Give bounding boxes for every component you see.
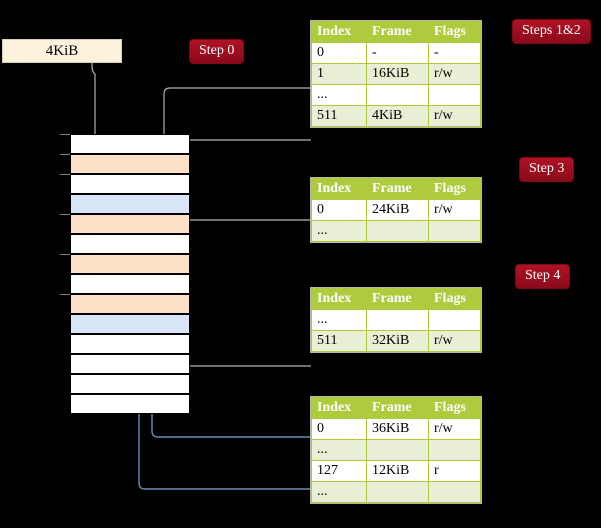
memory-frame-6 — [70, 254, 190, 274]
table-row[interactable]: ... — [311, 220, 481, 242]
table-4-header-index: Index — [311, 397, 367, 419]
memory-frame-12 — [70, 374, 190, 394]
memory-frame-tick-6 — [60, 254, 70, 255]
table-3-r1-frame: 32KiB — [366, 330, 429, 352]
table-4-header-frame: Frame — [366, 397, 429, 419]
table-2-r0-index: 0 — [311, 199, 367, 221]
badge-step0: Step 0 — [190, 40, 244, 63]
table-1-header-frame: Frame — [366, 21, 429, 43]
table-4-r2-index: 127 — [311, 460, 367, 482]
table-4-header-flags: Flags — [428, 397, 481, 419]
table-4-r1-index: ... — [311, 439, 367, 461]
table-1-r2-frame — [366, 84, 429, 106]
memory-frame-1 — [70, 154, 190, 174]
table-1-r3-frame: 4KiB — [366, 105, 429, 127]
memory-frame-tick-1 — [60, 154, 70, 155]
table-4-r0-flags: r/w — [428, 418, 481, 440]
memory-frame-13 — [70, 394, 190, 414]
table-1-r3-flags: r/w — [428, 105, 481, 127]
table-row[interactable]: ... — [311, 84, 481, 106]
table-1-r0-index: 0 — [311, 42, 367, 64]
physical-memory-column — [60, 134, 190, 414]
table-3-header-index: Index — [311, 288, 367, 310]
memory-frame-10 — [70, 334, 190, 354]
memory-frame-2 — [70, 174, 190, 194]
table-1-r0-flags: - — [428, 42, 481, 64]
table-4-r1-flags — [428, 439, 481, 461]
table-4-r3-frame — [366, 481, 429, 503]
virtual-page-label: 4KiB — [45, 43, 79, 59]
table-2-r1-index: ... — [311, 220, 367, 242]
memory-frame-4 — [70, 214, 190, 234]
memory-frame-7 — [70, 274, 190, 294]
table-4-r0-frame: 36KiB — [366, 418, 429, 440]
table-4-r0-index: 0 — [311, 418, 367, 440]
memory-frame-5 — [70, 234, 190, 254]
table-1-header-flags: Flags — [428, 21, 481, 43]
table-4-r3-flags — [428, 481, 481, 503]
memory-frame-9 — [70, 314, 190, 334]
table-1-r2-index: ... — [311, 84, 367, 106]
table-2-header-flags: Flags — [428, 178, 481, 200]
table-4-r2-flags: r — [428, 460, 481, 482]
memory-frame-tick-0 — [60, 134, 70, 135]
memory-frame-3 — [70, 194, 190, 214]
memory-frame-tick-4 — [60, 214, 70, 215]
table-2-header-frame: Frame — [366, 178, 429, 200]
table-2-r0-flags: r/w — [428, 199, 481, 221]
table-1-r1-flags: r/w — [428, 63, 481, 85]
table-1-r3-index: 511 — [311, 105, 367, 127]
table-2-header-index: Index — [311, 178, 367, 200]
table-row[interactable]: ... — [311, 439, 481, 461]
badge-step3: Step 3 — [520, 158, 574, 181]
table-row[interactable]: 0-- — [311, 42, 481, 64]
table-1-r0-frame: - — [366, 42, 429, 64]
table-3-r0-flags — [428, 309, 481, 331]
table-1-r1-frame: 16KiB — [366, 63, 429, 85]
wire-t3-511 — [175, 298, 311, 367]
memory-frame-8 — [70, 294, 190, 314]
wire-t2-row0 — [175, 219, 311, 254]
table-2-r0-frame: 24KiB — [366, 199, 429, 221]
table-3-header-flags: Flags — [428, 288, 481, 310]
memory-frame-11 — [70, 354, 190, 374]
memory-frame-tick-8 — [60, 294, 70, 295]
table-3-r1-index: 511 — [311, 330, 367, 352]
table-2-r1-flags — [428, 220, 481, 242]
table-row[interactable]: ... — [311, 481, 481, 503]
badge-step4: Step 4 — [516, 265, 570, 288]
virtual-page-box: 4KiB — [2, 39, 122, 63]
table-3-r1-flags: r/w — [428, 330, 481, 352]
table-1-r1-index: 1 — [311, 63, 367, 85]
table-3-r0-frame — [366, 309, 429, 331]
table-1-r2-flags — [428, 84, 481, 106]
table-4-r1-frame — [366, 439, 429, 461]
table-4-r3-index: ... — [311, 481, 367, 503]
table-3-header-frame: Frame — [366, 288, 429, 310]
table-row[interactable]: ... — [311, 309, 481, 331]
table-3-r0-index: ... — [311, 309, 367, 331]
table-2-r1-frame — [366, 220, 429, 242]
memory-frame-tick-2 — [60, 174, 70, 175]
badge-steps12: Steps 1&2 — [513, 20, 590, 43]
memory-frame-0 — [70, 134, 190, 154]
table-4-r2-frame: 12KiB — [366, 460, 429, 482]
table-1-header-index: Index — [311, 21, 367, 43]
